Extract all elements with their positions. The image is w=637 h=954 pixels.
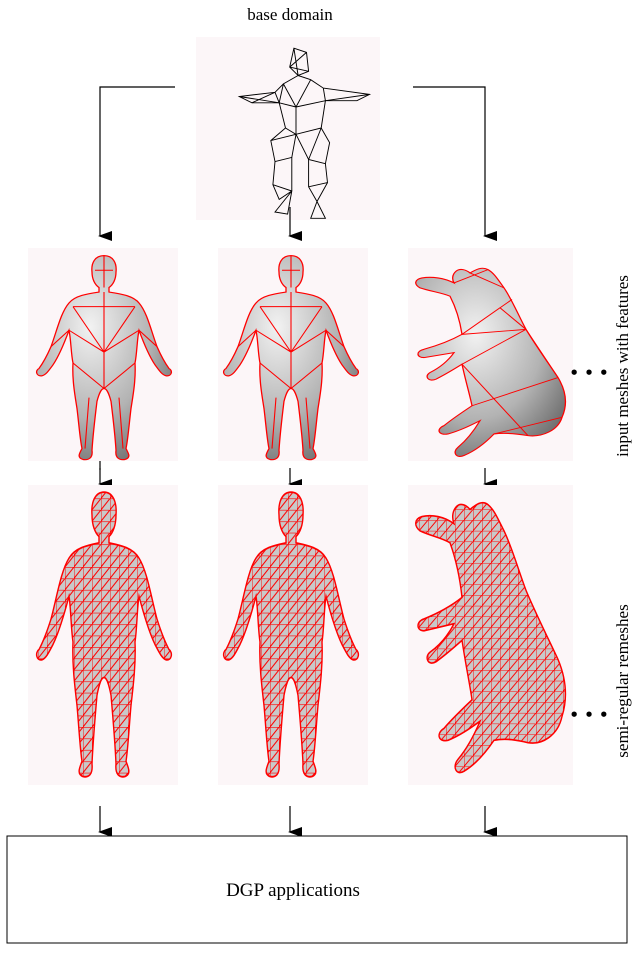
remesh-human-1 xyxy=(28,485,178,785)
remesh-horse xyxy=(408,485,573,785)
ellipsis-row-input: • • • xyxy=(569,364,608,382)
remesh-human-2 xyxy=(218,485,368,785)
input-row-label: input meshes with features xyxy=(613,275,632,457)
remesh-row-label: semi-regular remeshes xyxy=(613,604,632,757)
dgp-applications-label: DGP applications xyxy=(226,880,360,901)
base-domain-panel xyxy=(196,37,380,220)
remesh-to-applications-arrows xyxy=(100,806,485,832)
input-mesh-human-2 xyxy=(218,248,368,461)
ellipsis-row-remesh: • • • xyxy=(569,706,608,724)
input-mesh-human-1 xyxy=(28,248,178,461)
input-mesh-horse xyxy=(408,248,573,461)
dgp-applications-box: DGP applications xyxy=(7,836,627,943)
base-domain-label: base domain xyxy=(247,5,333,24)
input-to-remesh-arrows xyxy=(100,461,485,484)
